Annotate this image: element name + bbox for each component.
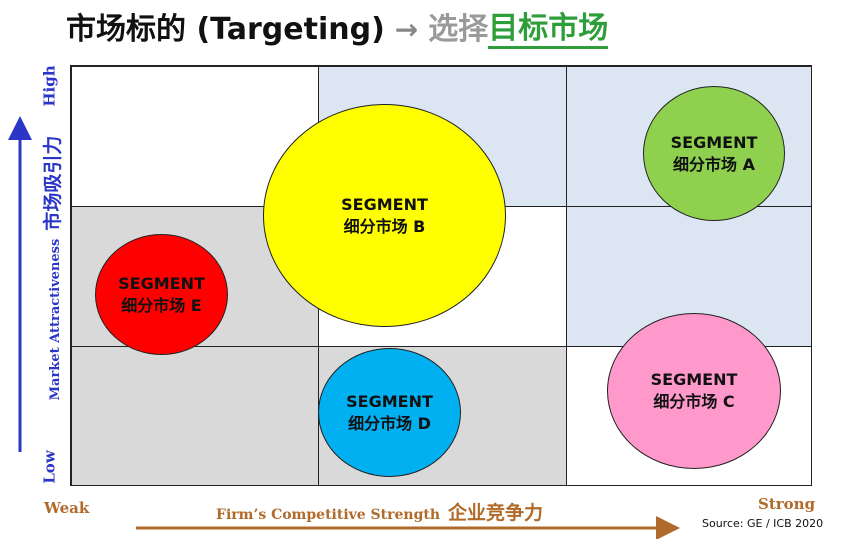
segment-c-line1: SEGMENT	[650, 370, 738, 389]
y-axis-title: Market Attractiveness 市场吸引力	[38, 128, 64, 408]
segment-e-line2: 细分市场 E	[121, 295, 202, 315]
segment-c-bubble: SEGMENT 细分市场 C	[607, 313, 781, 469]
x-axis-weak-label: Weak	[44, 499, 90, 517]
segment-c-line2: 细分市场 C	[653, 392, 735, 411]
y-axis-low-label: Low	[40, 450, 59, 484]
page-title: 市场标的 (Targeting) → 选择 目标市场	[66, 10, 609, 50]
segment-e-line1: SEGMENT	[118, 273, 205, 293]
source-note: Source: GE / ICB 2020	[702, 517, 824, 530]
title-sub-green: 目标市场	[488, 11, 609, 49]
segment-a-line2: 细分市场 A	[673, 154, 755, 174]
segment-e-bubble: SEGMENT 细分市场 E	[95, 234, 228, 355]
y-axis-title-cn: 市场吸引力	[42, 135, 64, 231]
segment-b-line1: SEGMENT	[341, 194, 428, 214]
x-axis-title-cn: 企业竞争力	[448, 502, 544, 524]
segment-d-line2: 细分市场 D	[348, 413, 431, 433]
segment-a-line1: SEGMENT	[670, 132, 758, 152]
x-axis-title: Firm’s Competitive Strength 企业竞争力	[216, 498, 543, 525]
segment-d-bubble: SEGMENT 细分市场 D	[318, 348, 461, 477]
x-axis-strong-label: Strong	[758, 495, 816, 513]
segment-b-line2: 细分市场 B	[343, 216, 426, 236]
title-main: 市场标的 (Targeting)	[66, 12, 385, 47]
x-axis-title-en: Firm’s Competitive Strength	[216, 507, 441, 523]
title-sub-gray: 选择	[428, 12, 489, 47]
segment-d-line1: SEGMENT	[346, 391, 433, 411]
segment-b-bubble: SEGMENT 细分市场 B	[263, 104, 506, 327]
segment-a-bubble: SEGMENT 细分市场 A	[643, 86, 785, 221]
cell-low-weak	[71, 346, 319, 486]
arrow-right-icon: →	[394, 13, 419, 46]
y-axis-high-label: High	[40, 65, 59, 107]
y-axis-title-en: Market Attractiveness	[48, 238, 63, 401]
